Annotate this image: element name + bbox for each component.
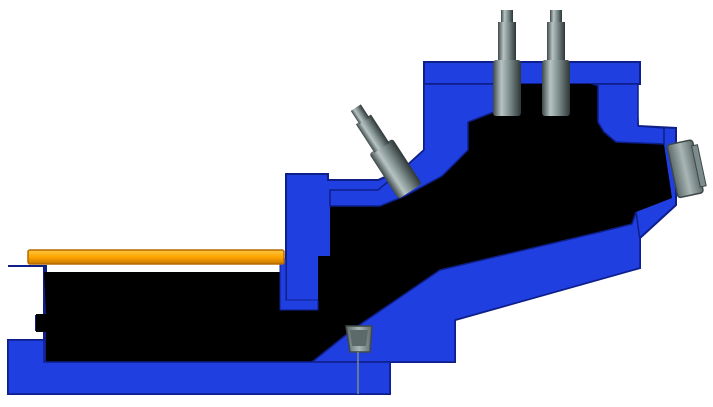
- side-plug: [666, 139, 707, 199]
- vertical-cannon-right: [542, 10, 570, 116]
- inner-bottom-floor: [7, 339, 391, 395]
- inner-walls: [7, 83, 665, 395]
- wall-top-cap: [423, 61, 641, 85]
- vertical-cannon-left: [493, 10, 521, 116]
- inner-right-wall: [597, 83, 665, 145]
- diagonal-cannon: [350, 104, 421, 198]
- orange-platform: [27, 249, 285, 265]
- cavity: [36, 84, 672, 362]
- floor-sensor: [345, 325, 373, 394]
- inner-diagonal-floor: [309, 211, 641, 363]
- cavity-interior: [36, 84, 672, 362]
